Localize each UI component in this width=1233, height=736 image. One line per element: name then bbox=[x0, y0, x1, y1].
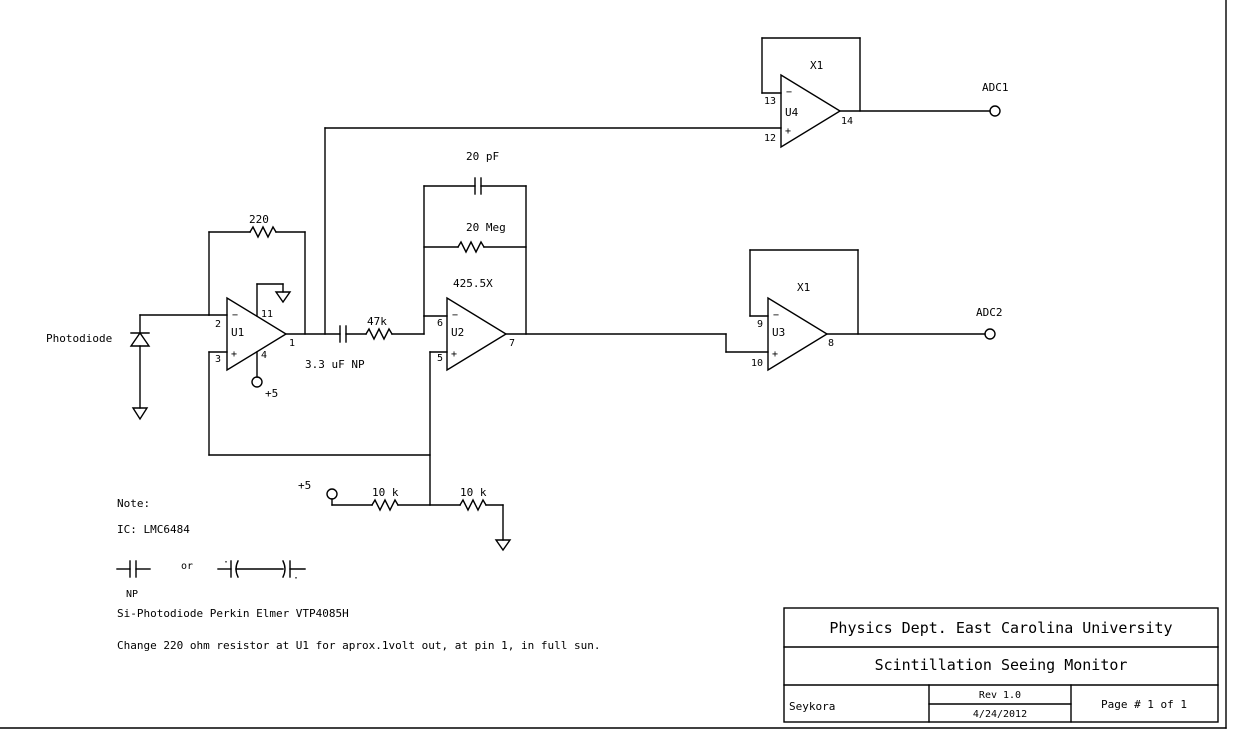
supply-terminal-divider bbox=[326, 488, 338, 500]
u4-pin-14: 14 bbox=[841, 116, 853, 127]
resistor-10k-bottom-label: 10 k bbox=[460, 486, 487, 499]
note-ic: IC: LMC6484 bbox=[117, 523, 190, 536]
u1-pin-3: 3 bbox=[215, 354, 221, 365]
supply-label-u1: +5 bbox=[265, 387, 278, 400]
opamp-u4-name: U4 bbox=[785, 106, 799, 119]
adc1-terminal bbox=[989, 105, 1001, 117]
u1-pin-11: 11 bbox=[261, 309, 273, 320]
title-block-author: Seykora bbox=[789, 700, 835, 713]
note-photodiode-part: Si-Photodiode Perkin Elmer VTP4085H bbox=[117, 607, 349, 620]
u1-pin-2: 2 bbox=[215, 319, 221, 330]
opamp-u3 bbox=[767, 296, 829, 372]
u4-gain-label: X1 bbox=[810, 59, 823, 72]
svg-text:−: − bbox=[786, 87, 792, 98]
u2-gain-label: 425.5X bbox=[453, 277, 493, 290]
adc2-terminal bbox=[984, 328, 996, 340]
supply-label-divider: +5 bbox=[298, 479, 311, 492]
adc1-label: ADC1 bbox=[982, 81, 1009, 94]
resistor-20meg-label: 20 Meg bbox=[466, 221, 506, 234]
ground-symbol-u1 bbox=[274, 291, 292, 304]
note-np: NP bbox=[126, 589, 138, 600]
title-block-project: Scintillation Seeing Monitor bbox=[875, 656, 1128, 674]
capacitor-20pf-label: 20 pF bbox=[466, 150, 499, 163]
svg-text:·: · bbox=[223, 557, 229, 568]
opamp-u4 bbox=[780, 73, 842, 149]
resistor-47k-label: 47k bbox=[367, 315, 387, 328]
svg-text:+: + bbox=[772, 349, 778, 360]
u4-pin-13: 13 bbox=[764, 96, 776, 107]
resistor-47k bbox=[365, 327, 393, 341]
supply-terminal-u1 bbox=[251, 376, 263, 388]
opamp-u2 bbox=[446, 296, 508, 372]
title-block-date: 4/24/2012 bbox=[973, 709, 1027, 720]
u3-pin-8: 8 bbox=[828, 338, 834, 349]
adc2-label: ADC2 bbox=[976, 306, 1003, 319]
svg-text:−: − bbox=[232, 310, 238, 321]
photodiode-label: Photodiode bbox=[46, 332, 112, 345]
u2-pin-5: 5 bbox=[437, 353, 443, 364]
svg-text:−: − bbox=[773, 310, 779, 321]
svg-text:+: + bbox=[451, 349, 457, 360]
svg-text:+: + bbox=[785, 126, 791, 137]
polarized-capacitor-pair-symbol: · · bbox=[217, 557, 306, 584]
svg-text:−: − bbox=[452, 310, 458, 321]
u3-pin-9: 9 bbox=[757, 319, 763, 330]
u3-gain-label: X1 bbox=[797, 281, 810, 294]
resistor-20meg bbox=[457, 240, 485, 254]
opamp-u3-name: U3 bbox=[772, 326, 785, 339]
title-block-rev: Rev 1.0 bbox=[979, 690, 1021, 701]
title-block-org: Physics Dept. East Carolina University bbox=[829, 619, 1172, 637]
u1-pin-1: 1 bbox=[289, 338, 295, 349]
note-title: Note: bbox=[117, 497, 150, 510]
u3-pin-10: 10 bbox=[751, 358, 763, 369]
u4-pin-12: 12 bbox=[764, 133, 776, 144]
title-block-page: Page # 1 of 1 bbox=[1101, 698, 1187, 711]
resistor-220-label: 220 bbox=[249, 213, 269, 226]
ground-symbol-photodiode bbox=[131, 407, 149, 421]
u2-pin-7: 7 bbox=[509, 338, 515, 349]
title-block bbox=[783, 607, 1219, 723]
resistor-10k-top bbox=[371, 498, 399, 512]
np-capacitor-symbol bbox=[116, 560, 151, 578]
note-or: or bbox=[181, 561, 193, 572]
resistor-220 bbox=[249, 225, 277, 239]
photodiode-symbol bbox=[129, 314, 210, 409]
opamp-u2-name: U2 bbox=[451, 326, 464, 339]
u1-pin-4: 4 bbox=[261, 350, 267, 361]
note-change: Change 220 ohm resistor at U1 for aprox.… bbox=[117, 639, 600, 652]
opamp-u1-name: U1 bbox=[231, 326, 244, 339]
svg-text:·: · bbox=[293, 573, 299, 584]
ground-symbol-divider bbox=[494, 539, 512, 552]
capacitor-coupling-label: 3.3 uF NP bbox=[305, 358, 365, 371]
resistor-10k-top-label: 10 k bbox=[372, 486, 399, 499]
svg-text:+: + bbox=[231, 349, 237, 360]
u2-pin-6: 6 bbox=[437, 318, 443, 329]
resistor-10k-bottom bbox=[459, 498, 487, 512]
